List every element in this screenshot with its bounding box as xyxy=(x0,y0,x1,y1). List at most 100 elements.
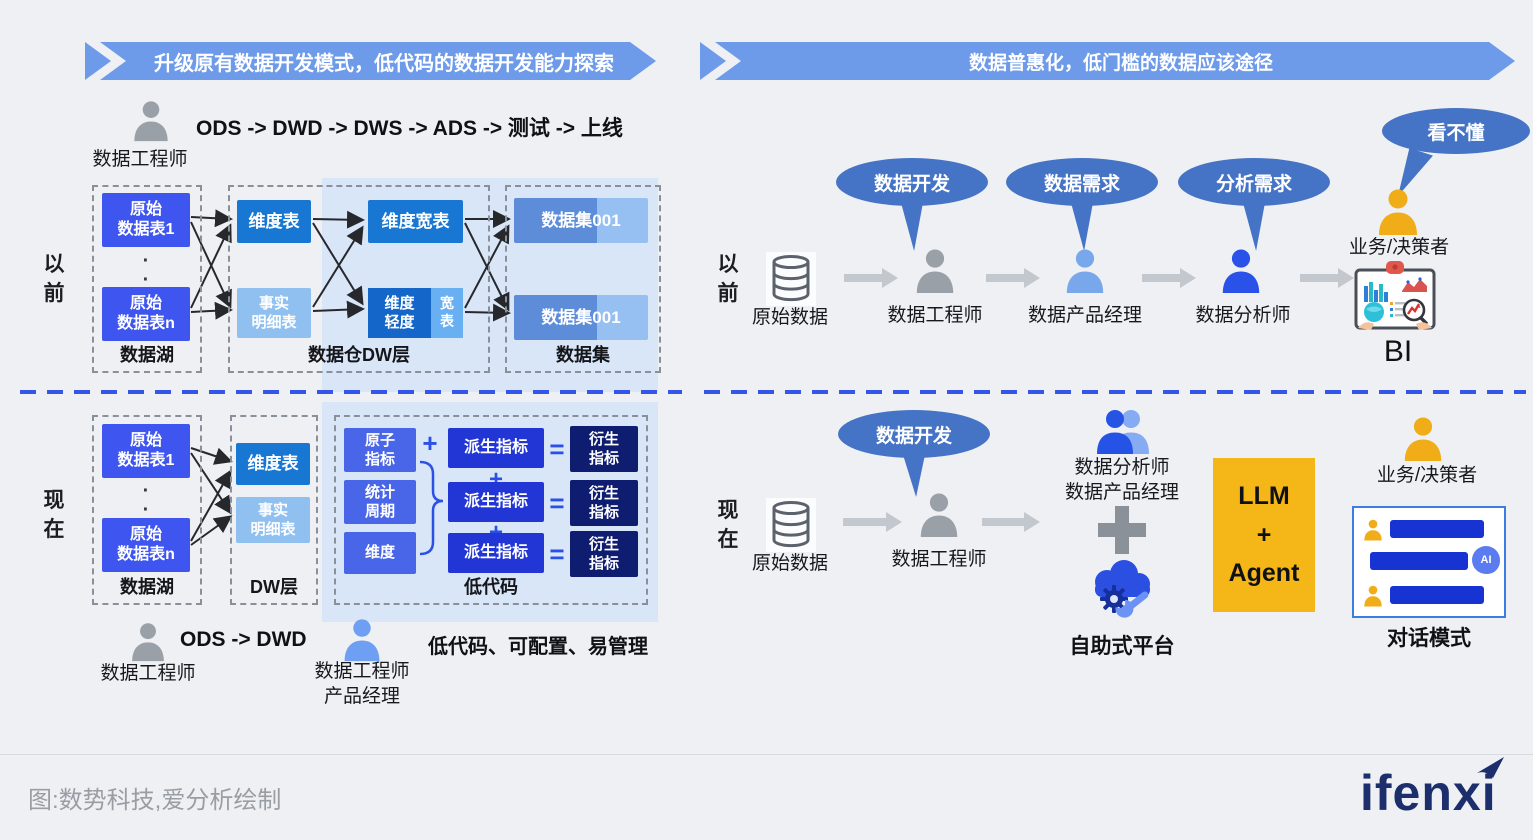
database-icon xyxy=(769,500,813,550)
now-section-label: 现 在 xyxy=(43,489,65,542)
database-icon xyxy=(769,254,813,304)
bubble-data-need: 数据需求 xyxy=(1006,158,1158,206)
dw-label: 数据仓DW层 xyxy=(308,345,410,365)
ellipsis-now: · · xyxy=(142,480,150,521)
chat-mode-panel: AI xyxy=(1352,506,1506,618)
atomic-metric: 原子 指标 xyxy=(344,428,416,472)
fact-table-before: 事实 明细表 xyxy=(237,288,311,338)
data-engineer-icon-rn xyxy=(916,490,962,540)
lowcode-group: 低代码 xyxy=(334,415,648,605)
data-lake-group-before: 数据湖 xyxy=(92,185,202,373)
self-service-cloud-icon xyxy=(1095,560,1150,618)
data-engineer-label-rb: 数据工程师 xyxy=(887,305,983,326)
now-pipeline-text: ODS -> DWD xyxy=(180,628,307,651)
dataset-001-b: 数据集001 xyxy=(514,295,648,340)
right-banner: 数据普惠化，低门槛的数据应该途径 xyxy=(715,42,1515,80)
derived-metric-1: 派生指标 xyxy=(448,428,544,468)
data-engineer-icon-rb xyxy=(912,246,958,296)
dw-label-now: DW层 xyxy=(250,577,298,597)
bi-dashboard-illustration xyxy=(1354,261,1436,330)
bi-label: BI xyxy=(1383,335,1413,368)
ifenxi-logo-arrow-icon xyxy=(1477,757,1504,778)
data-analyst-icon xyxy=(1218,246,1264,296)
chat-message-1 xyxy=(1390,520,1484,538)
dw-group-now: DW层 xyxy=(230,415,318,605)
plus-icon-large xyxy=(1098,506,1146,554)
before-section-label: 以 前 xyxy=(43,253,65,306)
analyst-pm-duo-icon xyxy=(1097,410,1149,454)
equals-sign-1: = xyxy=(549,434,565,464)
dim-light-wide-table: 维度 轻度 宽 表 xyxy=(368,288,463,338)
raw-table1-now: 原始 数据表1 xyxy=(102,424,190,478)
plus-sign-1: + xyxy=(422,428,438,458)
equals-sign-3: = xyxy=(549,539,565,569)
dimension: 维度 xyxy=(344,532,416,574)
chat-message-2 xyxy=(1370,552,1468,570)
data-analyst-label: 数据分析师 xyxy=(1195,305,1291,326)
dim-table-now: 维度表 xyxy=(236,443,310,485)
raw-table1-before: 原始 数据表1 xyxy=(102,193,190,247)
before-pipeline-text: ODS -> DWD -> DWS -> ADS -> 测试 -> 上线 xyxy=(196,117,623,140)
builder-icon xyxy=(340,616,384,664)
lowcode-benefits: 低代码、可配置、易管理 xyxy=(428,636,648,658)
bubble-data-dev-now: 数据开发 xyxy=(838,410,990,458)
equals-sign-2: = xyxy=(549,488,565,518)
chat-user-icon-1 xyxy=(1362,518,1384,542)
ellipsis-before: · · xyxy=(142,250,150,291)
right-banner-title: 数据普惠化，低门槛的数据应该途径 xyxy=(968,52,1273,74)
result-metric-2: 衍生 指标 xyxy=(570,480,638,526)
timeline-divider-left xyxy=(20,390,682,394)
dataset-001-a: 数据集001 xyxy=(514,198,648,243)
derived-metric-2: 派生指标 xyxy=(448,482,544,522)
result-metric-1: 衍生 指标 xyxy=(570,426,638,472)
left-banner: 升级原有数据开发模式，低代码的数据开发能力探索 xyxy=(100,42,656,80)
footer-divider xyxy=(0,754,1533,755)
business-user-label-before: 业务/决策者 xyxy=(1348,237,1450,258)
dim-wide-table: 维度宽表 xyxy=(368,200,463,243)
product-manager-icon xyxy=(1062,246,1108,296)
dim-table-before: 维度表 xyxy=(237,200,311,243)
figure-caption: 图:数势科技,爱分析绘制 xyxy=(28,787,282,814)
raw-data-label-now: 原始数据 xyxy=(751,553,828,574)
lowcode-label: 低代码 xyxy=(464,577,518,597)
right-before-label: 以 前 xyxy=(717,253,739,306)
stat-period: 统计 周期 xyxy=(344,480,416,524)
fact-table-now: 事实 明细表 xyxy=(236,497,310,543)
raw-tablen-now: 原始 数据表n xyxy=(102,518,190,572)
data-lake-label-now: 数据湖 xyxy=(120,577,174,597)
builder-label: 数据工程师 产品经理 xyxy=(314,661,410,707)
left-banner-title: 升级原有数据开发模式，低代码的数据开发能力探索 xyxy=(154,52,614,75)
dim-light-part: 维度 轻度 xyxy=(368,288,431,338)
engineer-label: 数据工程师 xyxy=(92,149,188,170)
engineer-label-now: 数据工程师 xyxy=(100,663,196,684)
product-manager-label: 数据产品经理 xyxy=(1027,305,1142,326)
ifenxi-logo: ifenxi xyxy=(1360,757,1520,824)
bubble-data-dev: 数据开发 xyxy=(836,158,988,206)
raw-data-icon-before xyxy=(766,252,816,306)
data-lake-group-now: 数据湖 xyxy=(92,415,202,605)
dw-group-before: 数据仓DW层 xyxy=(228,185,490,373)
bubble-cant-understand: 看不懂 xyxy=(1382,108,1530,154)
engineer-icon-now xyxy=(128,620,168,664)
chat-user-icon-2 xyxy=(1362,584,1384,608)
raw-data-label-before: 原始数据 xyxy=(751,307,828,328)
chat-message-3 xyxy=(1390,586,1484,604)
engineer-icon xyxy=(130,98,172,144)
timeline-divider-right xyxy=(704,390,1526,394)
right-now-label: 现 在 xyxy=(717,499,739,552)
lowcode-brace xyxy=(419,460,444,556)
dataset-label: 数据集 xyxy=(556,345,610,365)
business-user-icon-before xyxy=(1374,186,1422,238)
raw-data-icon-now xyxy=(766,498,816,552)
business-user-icon-now xyxy=(1400,414,1446,464)
result-metric-3: 衍生 指标 xyxy=(570,531,638,577)
dataset-group: 数据集 xyxy=(505,185,661,373)
self-service-platform-label: 自助式平台 xyxy=(1069,635,1175,658)
ai-assistant-icon: AI xyxy=(1472,546,1500,574)
derived-metric-3: 派生指标 xyxy=(448,533,544,573)
ifenxi-logo-text: ifenxi xyxy=(1360,765,1497,821)
data-lake-label: 数据湖 xyxy=(120,345,174,365)
bubble-analysis-need: 分析需求 xyxy=(1178,158,1330,206)
business-user-label-now: 业务/决策者 xyxy=(1376,465,1478,486)
